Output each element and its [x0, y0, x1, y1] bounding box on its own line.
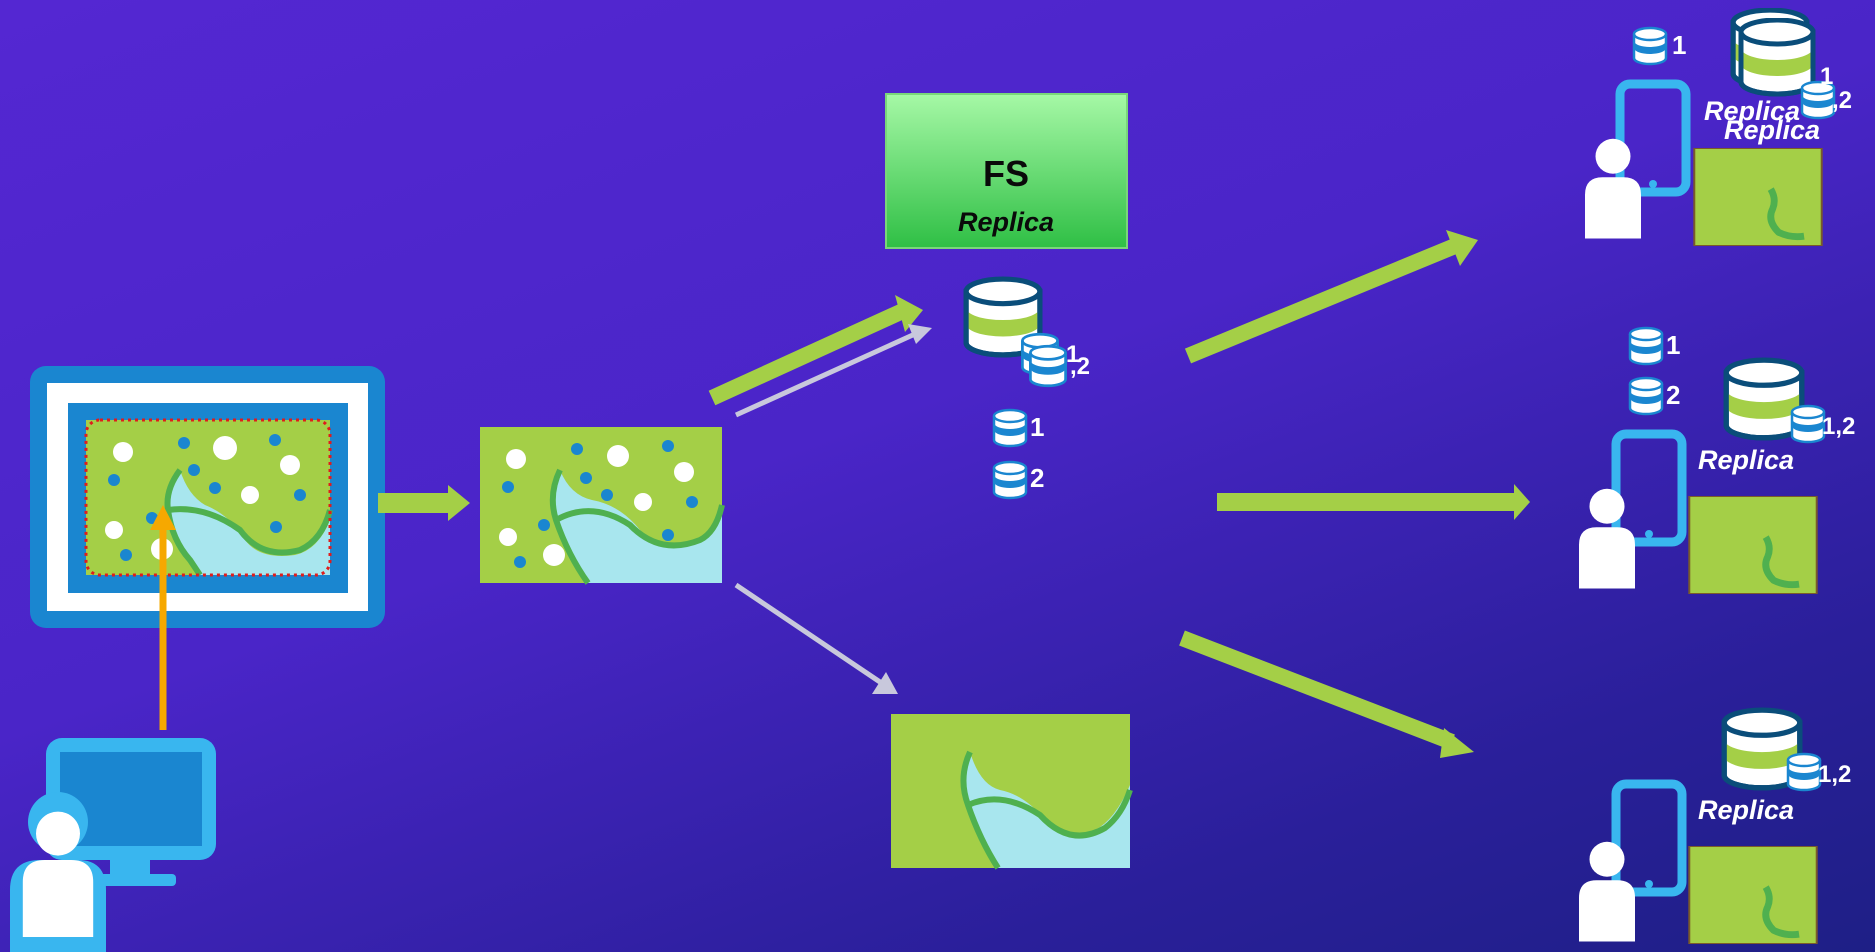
center-db-label-a: 1: [1066, 341, 1079, 368]
center-layer-1: 1: [992, 408, 1044, 448]
center-database-icon: 1 ,2: [966, 279, 1090, 388]
svg-text:Replica: Replica: [1724, 115, 1820, 145]
arrow-to-device-2: [1217, 484, 1530, 520]
arrow-gray-to-fs: [734, 324, 932, 418]
svg-text:2: 2: [1030, 463, 1044, 493]
device-3-replica-label: Replica: [1698, 795, 1794, 825]
device-2-layer-1: 1: [1628, 326, 1680, 366]
svg-text:1: 1: [1820, 63, 1833, 90]
basemap-map-icon: [891, 714, 1133, 870]
arrow-to-map: [378, 485, 470, 521]
device-2-layer-2: 2: [1628, 376, 1680, 416]
desktop-user-icon: [10, 738, 216, 952]
device-1-map-icon: [1694, 148, 1821, 246]
device-3: 1,2 Replica: [1579, 710, 1851, 944]
svg-text:1,2: 1,2: [1818, 761, 1851, 788]
svg-text:2: 2: [1666, 380, 1680, 410]
mobile-user-icon: [1579, 488, 1635, 589]
svg-text:1: 1: [1672, 30, 1686, 60]
fs-subtitle: Replica: [958, 207, 1054, 237]
svg-text:,2: ,2: [1832, 87, 1852, 114]
arrow-to-device-3: [1179, 630, 1474, 758]
arrow-to-fs: [708, 295, 923, 406]
device-3-map-icon: [1689, 846, 1816, 944]
center-layer-2: 2: [992, 460, 1044, 500]
mobile-user-icon: [1579, 841, 1635, 942]
center-db-label-b: ,2: [1070, 353, 1090, 380]
fs-title: FS: [983, 153, 1029, 194]
source-map-frame: [30, 366, 385, 628]
fs-replica-box: FS Replica: [885, 93, 1128, 249]
svg-text:1: 1: [1666, 330, 1680, 360]
arrow-to-device-1: [1184, 230, 1478, 364]
edit-arrow: [150, 505, 176, 730]
device-1: 1 1 ,2 Replica Replica: [1585, 10, 1852, 246]
device-1-replica-label: Replica: [1704, 96, 1800, 126]
feature-map-icon: [480, 427, 725, 585]
device-2-database-icon: [1726, 360, 1802, 438]
device-2-map-icon: [1689, 496, 1816, 594]
mobile-user-icon: [1585, 138, 1641, 239]
arrow-gray-to-basemap: [734, 582, 898, 694]
device-2-replica-label: Replica: [1698, 445, 1794, 475]
svg-text:1: 1: [1030, 412, 1044, 442]
svg-text:1,2: 1,2: [1822, 413, 1855, 440]
device-2: 1 2 1,2 Replica: [1579, 326, 1855, 594]
device-1-layer-icon: 1: [1632, 26, 1686, 66]
